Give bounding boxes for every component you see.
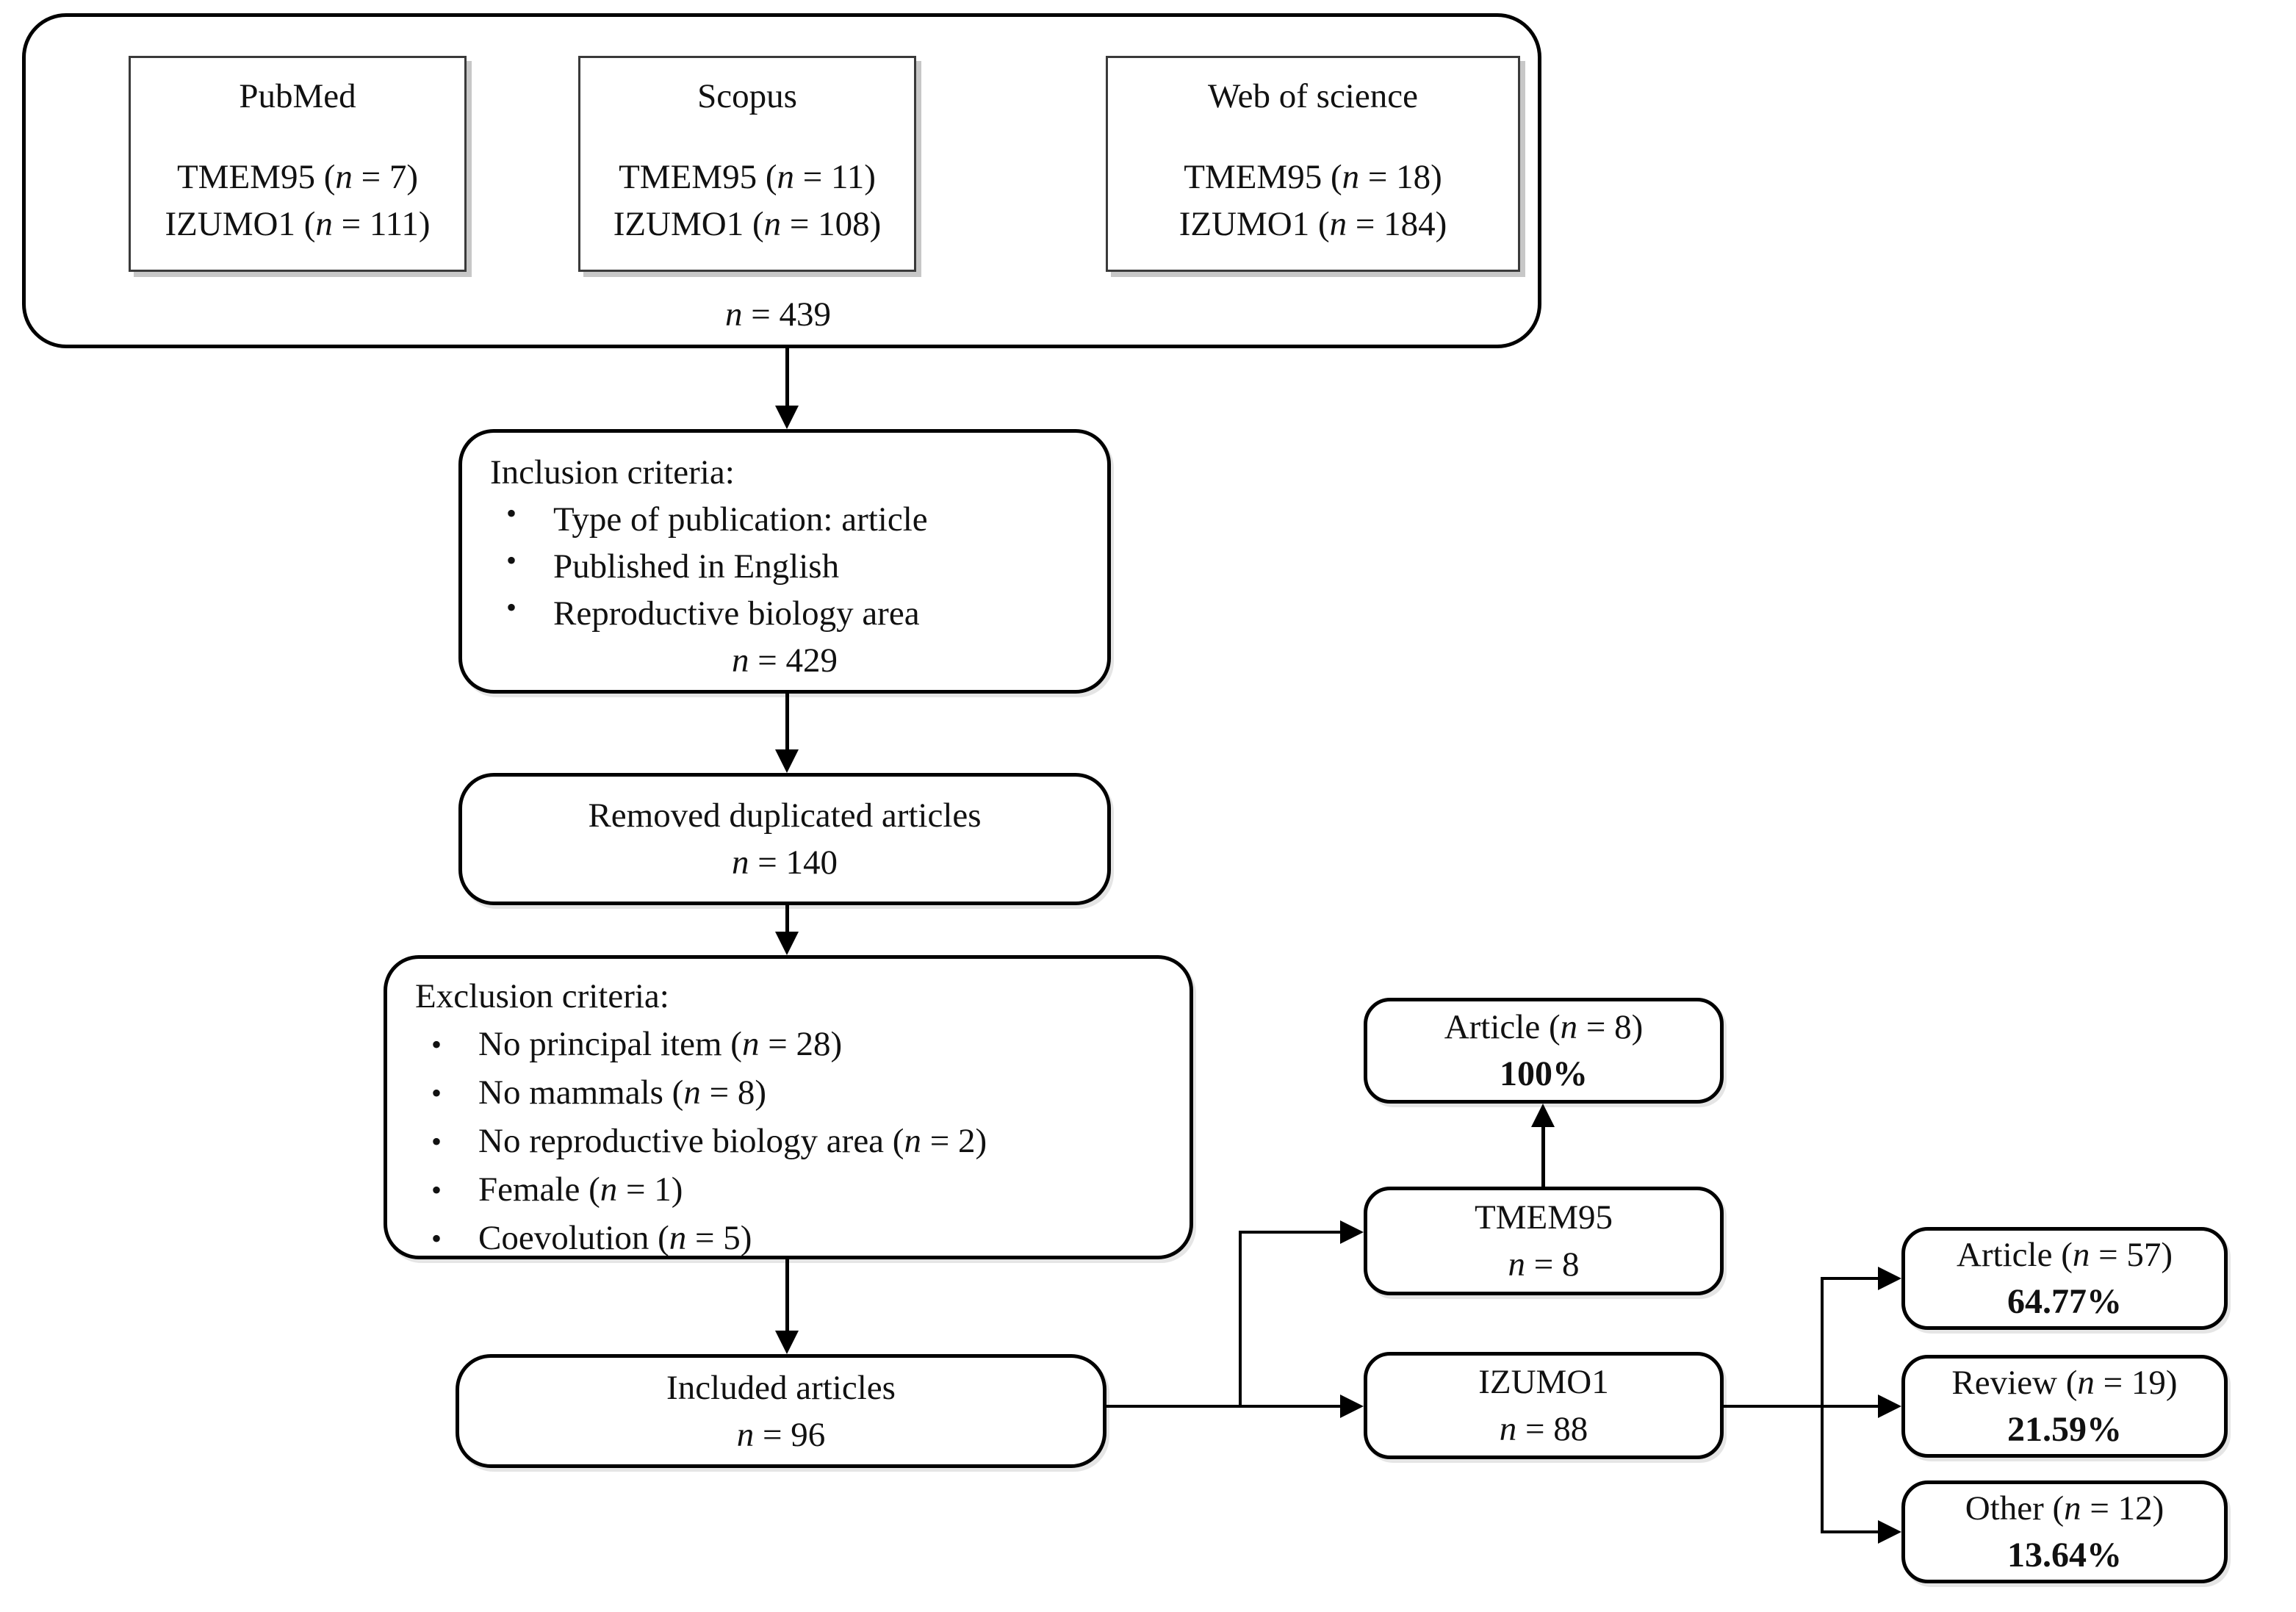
bullet-text: No reproductive biology area (n = 2) xyxy=(478,1122,987,1160)
arrow-right-icon xyxy=(1878,1267,1901,1290)
bullet-dot-icon: • xyxy=(431,1125,442,1158)
arrow-down-icon xyxy=(775,406,799,429)
bullet-item: • No mammals (n = 8) xyxy=(387,1069,766,1118)
connector-riser-line xyxy=(1239,1231,1242,1408)
inclusion-count: n = 429 xyxy=(731,641,838,680)
izumo1-count-line: IZUMO1 (n = 184) xyxy=(1178,205,1447,243)
izumo1-outcome-other-box: Other (n = 12) 13.64% xyxy=(1901,1480,2228,1583)
arrow-right-icon xyxy=(1878,1520,1901,1544)
arrow-exclusion-to-included-line xyxy=(785,1259,789,1331)
izumo1-node-box: IZUMO1 n = 88 xyxy=(1364,1352,1724,1459)
izumo1-outcome-article-box: Article (n = 57) 64.77% xyxy=(1901,1227,2228,1330)
bullet-dot-icon: • xyxy=(506,497,517,530)
arrow-inclusion-to-removed-line xyxy=(785,694,789,751)
database-title: Web of science xyxy=(1208,77,1418,115)
bullet-item: • Type of publication: article xyxy=(462,496,928,543)
arrow-total-to-inclusion-line xyxy=(785,341,789,409)
outcome-percent: 100% xyxy=(1500,1054,1588,1093)
izumo1-outcome-review-box: Review (n = 19) 21.59% xyxy=(1901,1355,2228,1458)
outcome-label: Article (n = 57) xyxy=(1956,1236,2173,1274)
outcome-label: Article (n = 8) xyxy=(1444,1008,1644,1046)
izumo1-label: IZUMO1 xyxy=(1478,1363,1609,1401)
database-title: Scopus xyxy=(697,77,797,115)
arrow-down-icon xyxy=(775,1331,799,1354)
bullet-text: Published in English xyxy=(553,547,840,586)
connector-to-other-outcome-line xyxy=(1821,1530,1879,1533)
bullet-text: Coevolution (n = 5) xyxy=(478,1219,752,1257)
bullet-item: • Published in English xyxy=(462,543,839,590)
outcome-label: Review (n = 19) xyxy=(1951,1364,2178,1402)
included-articles-box: Included articles n = 96 xyxy=(456,1354,1106,1468)
database-title: PubMed xyxy=(239,77,356,115)
outcome-percent: 21.59% xyxy=(2007,1410,2122,1449)
bullet-item: • Reproductive biology area xyxy=(462,590,920,637)
connector-to-tmem95-line xyxy=(1239,1231,1342,1234)
bullet-text: No mammals (n = 8) xyxy=(478,1073,767,1112)
database-box-scopus: Scopus TMEM95 (n = 11) IZUMO1 (n = 108) xyxy=(578,56,916,272)
connector-to-article-outcome-line xyxy=(1821,1277,1879,1280)
removed-duplicates-box: Removed duplicated articles n = 140 xyxy=(458,773,1111,905)
tmem95-node-box: TMEM95 n = 8 xyxy=(1364,1187,1724,1295)
connector-included-to-izumo1-line xyxy=(1106,1405,1343,1408)
bullet-dot-icon: • xyxy=(431,1173,442,1206)
outcome-percent: 64.77% xyxy=(2007,1282,2122,1321)
bullet-text: Reproductive biology area xyxy=(553,594,920,633)
bullet-dot-icon: • xyxy=(431,1222,442,1255)
tmem95-outcome-box: Article (n = 8) 100% xyxy=(1364,998,1724,1104)
tmem95-count-line: TMEM95 (n = 18) xyxy=(1184,158,1442,196)
bullet-text: Female (n = 1) xyxy=(478,1170,683,1209)
arrow-right-icon xyxy=(1878,1395,1901,1418)
bullet-item: • Female (n = 1) xyxy=(387,1166,683,1215)
arrow-tmem95-to-article-line xyxy=(1541,1126,1545,1189)
connector-outcomes-riser-line xyxy=(1821,1277,1824,1533)
outcome-percent: 13.64% xyxy=(2007,1536,2122,1575)
bullet-text: No principal item (n = 28) xyxy=(478,1025,843,1063)
removed-label: Removed duplicated articles xyxy=(588,796,982,835)
bullet-item: • No reproductive biology area (n = 2) xyxy=(387,1118,987,1166)
bullet-dot-icon: • xyxy=(506,544,517,577)
included-count: n = 96 xyxy=(736,1415,826,1454)
izumo1-count-line: IZUMO1 (n = 111) xyxy=(165,205,431,243)
tmem95-count: n = 8 xyxy=(1508,1245,1580,1284)
bullet-item: • No principal item (n = 28) xyxy=(387,1021,842,1069)
included-label: Included articles xyxy=(666,1368,896,1407)
tmem95-count-line: TMEM95 (n = 11) xyxy=(619,158,876,196)
bullet-dot-icon: • xyxy=(431,1028,442,1061)
database-box-web-of-science: Web of science TMEM95 (n = 18) IZUMO1 (n… xyxy=(1106,56,1520,272)
inclusion-criteria-box: Inclusion criteria: • Type of publicatio… xyxy=(458,429,1111,694)
arrow-right-icon xyxy=(1340,1395,1364,1418)
inclusion-heading: Inclusion criteria: xyxy=(490,453,735,492)
tmem95-label: TMEM95 xyxy=(1475,1198,1613,1237)
bullet-dot-icon: • xyxy=(431,1076,442,1109)
database-box-pubmed: PubMed TMEM95 (n = 7) IZUMO1 (n = 111) xyxy=(129,56,467,272)
izumo1-count: n = 88 xyxy=(1499,1410,1588,1448)
arrow-down-icon xyxy=(775,749,799,773)
identification-total-count: n = 439 xyxy=(724,295,831,334)
bullet-dot-icon: • xyxy=(506,591,517,624)
connector-izumo1-to-review-line xyxy=(1724,1405,1879,1408)
arrow-down-icon xyxy=(775,932,799,955)
exclusion-criteria-box: Exclusion criteria: • No principal item … xyxy=(384,955,1193,1259)
bullet-text: Type of publication: article xyxy=(553,500,928,539)
arrow-right-icon xyxy=(1340,1220,1364,1244)
arrow-removed-to-exclusion-line xyxy=(785,905,789,933)
removed-count: n = 140 xyxy=(731,843,838,882)
tmem95-count-line: TMEM95 (n = 7) xyxy=(176,158,419,196)
outcome-label: Other (n = 12) xyxy=(1965,1489,2164,1528)
izumo1-count-line: IZUMO1 (n = 108) xyxy=(613,205,882,243)
bullet-item: • Coevolution (n = 5) xyxy=(387,1215,752,1263)
exclusion-heading: Exclusion criteria: xyxy=(415,977,669,1015)
arrow-up-icon xyxy=(1531,1104,1555,1127)
